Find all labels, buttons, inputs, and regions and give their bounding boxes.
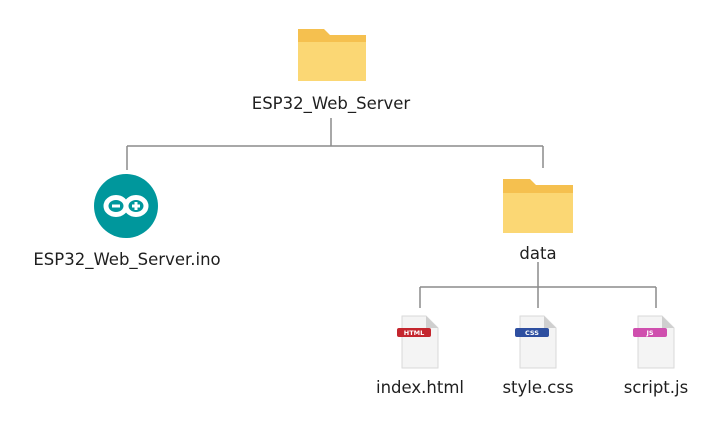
js-file-icon: JS	[633, 315, 675, 369]
arduino-icon	[94, 174, 158, 238]
html-badge: HTML	[404, 329, 424, 337]
html-file-icon: HTML	[397, 315, 439, 369]
style-css-label: style.css	[502, 378, 574, 397]
css-badge: CSS	[525, 329, 539, 337]
css-file-icon: CSS	[515, 315, 557, 369]
folder-icon	[298, 29, 366, 81]
folder-icon	[503, 179, 573, 233]
index-html-label: index.html	[376, 378, 464, 397]
sketch-file-label: ESP32_Web_Server.ino	[33, 250, 221, 269]
data-connector	[419, 262, 657, 308]
root-folder-label: ESP32_Web_Server	[251, 94, 411, 113]
root-connector	[126, 118, 544, 170]
script-js-label: script.js	[623, 378, 689, 397]
data-folder-label: data	[519, 244, 557, 263]
js-badge: JS	[645, 329, 653, 337]
